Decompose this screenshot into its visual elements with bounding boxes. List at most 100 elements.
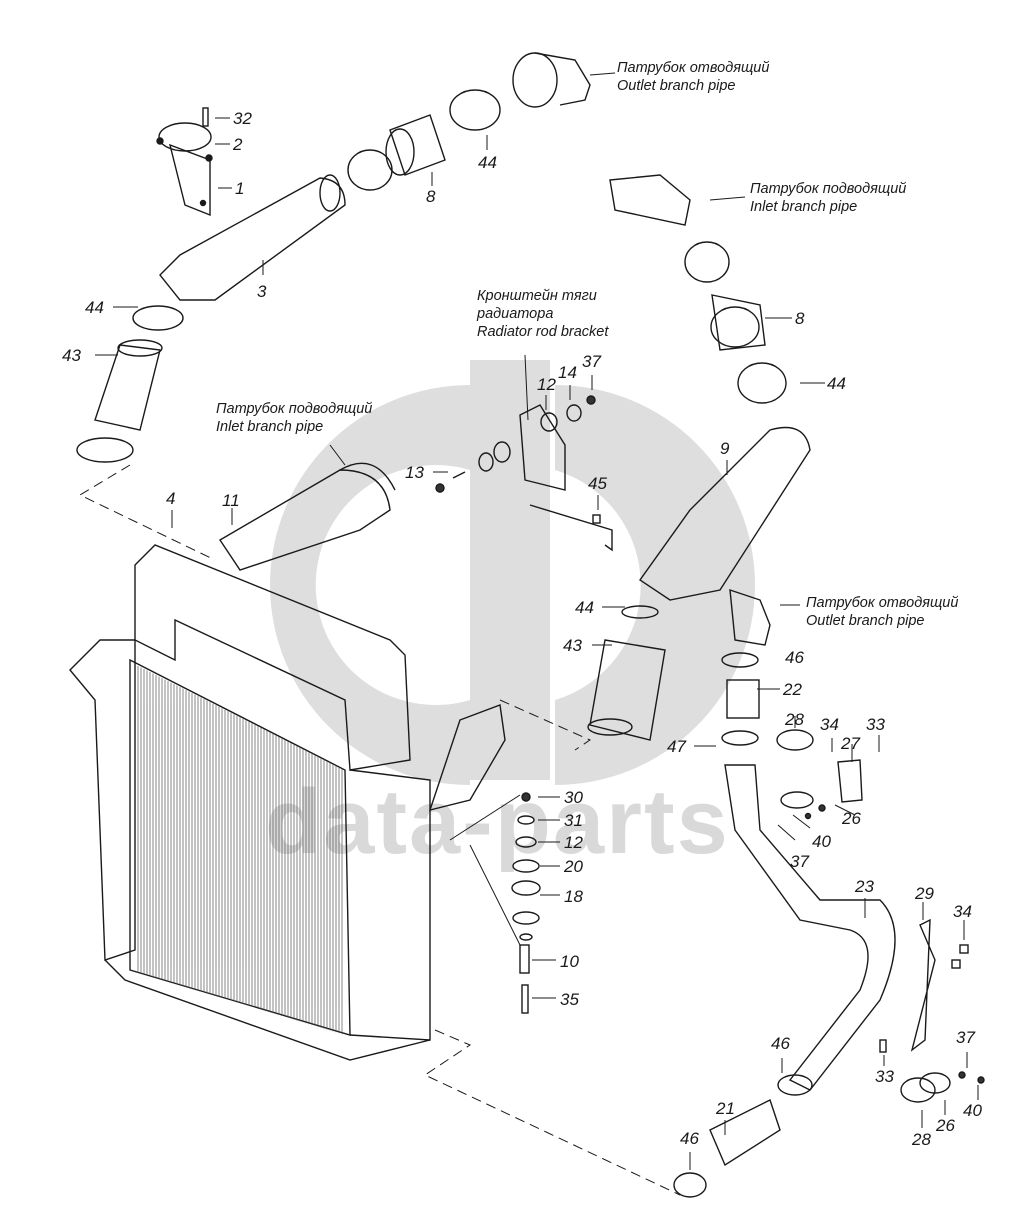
part-clamp-left-lower	[76, 437, 134, 463]
callout-en-text: Outlet branch pipe	[617, 78, 736, 94]
part-46-clamp-lower	[673, 1172, 707, 1198]
part-label: 12	[564, 833, 583, 852]
outlet-pipe-top	[512, 52, 591, 108]
callout-ru-text: Патрубок подводящий	[750, 181, 907, 197]
part-label: 29	[915, 884, 934, 903]
part-label: 26	[842, 809, 861, 828]
part-label: 10	[560, 952, 579, 971]
part-47-clamp	[721, 730, 759, 746]
part-label: 3	[257, 282, 267, 301]
callout-ru-text: Патрубок отводящий	[806, 595, 959, 611]
part-label: 40	[812, 832, 831, 851]
part-44-clamp-left	[132, 305, 184, 331]
part-23-pipe	[724, 764, 896, 1091]
part-clamp-upper-left	[347, 149, 393, 191]
part-14-bushing	[566, 404, 582, 422]
part-label: 43	[62, 346, 81, 365]
part-clamp-mid-lower	[587, 718, 633, 736]
dashed-assembly-lines	[78, 464, 681, 1196]
callout-ru-text: Патрубок отводящий	[617, 60, 770, 76]
part-3-pipe	[159, 174, 346, 301]
part-label: 27	[841, 734, 860, 753]
part-label: 46	[771, 1034, 790, 1053]
part-label: 32	[233, 109, 252, 128]
part-46-clamp	[721, 652, 759, 668]
part-label: 28	[785, 710, 804, 729]
part-label: 21	[716, 1099, 735, 1118]
rod-bracket-plate	[519, 404, 566, 491]
part-44-clamp-right	[737, 362, 787, 404]
callout-outlet-right: Патрубок отводящий Outlet branch pipe	[806, 594, 958, 630]
part-label: 1	[235, 179, 245, 198]
part-8-hose-right	[710, 294, 766, 351]
radiator-frame	[69, 544, 431, 1061]
part-label: 8	[795, 309, 805, 328]
part-28-clamp	[776, 729, 814, 751]
part-2-clamp	[156, 122, 213, 162]
part-nut-13	[435, 483, 445, 493]
part-11-inlet-pipe	[219, 462, 396, 571]
part-label: 31	[564, 811, 583, 830]
part-bushing-a	[493, 441, 511, 463]
part-9-pipe	[639, 426, 811, 601]
part-21-hose	[709, 1099, 781, 1167]
part-label: 45	[588, 474, 607, 493]
part-label: 44	[827, 374, 846, 393]
part-29-bracket	[910, 918, 936, 1052]
part-label: 26	[936, 1116, 955, 1135]
radiator-core	[137, 666, 343, 1035]
part-label: 33	[866, 715, 885, 734]
part-label: 44	[85, 298, 104, 317]
callout-rod-bracket: Кронштейн тяги радиатора Radiator rod br…	[477, 287, 608, 341]
part-label: 46	[680, 1129, 699, 1148]
callout-ru-text-2: радиатора	[477, 306, 554, 322]
right-small-parts	[804, 804, 985, 1103]
callout-ru-text: Патрубок подводящий	[216, 401, 373, 417]
part-label: 8	[426, 187, 436, 206]
part-label: 11	[222, 491, 240, 510]
outlet-pipe-right	[729, 588, 771, 646]
callout-inlet-left: Патрубок подводящий Inlet branch pipe	[216, 400, 372, 436]
part-37-nut	[586, 395, 596, 405]
part-8-hose-top	[385, 114, 446, 176]
part-label: 35	[560, 990, 579, 1009]
part-label: 44	[575, 598, 594, 617]
watermark-logo-right-arc	[555, 385, 755, 785]
callout-en-text: Radiator rod bracket	[477, 324, 609, 340]
callout-outlet-top: Патрубок отводящий Outlet branch pipe	[617, 59, 769, 95]
rod-bracket-bar	[529, 504, 613, 552]
part-27-bracket	[837, 759, 863, 803]
part-44-clamp-top	[449, 89, 501, 131]
mount-stack	[511, 792, 541, 1014]
callout-inlet-top: Патрубок подводящий Inlet branch pipe	[750, 180, 906, 216]
inlet-pipe-top-right	[609, 174, 691, 226]
part-label: 23	[855, 877, 874, 896]
part-label: 13	[405, 463, 424, 482]
watermark-logo-stem	[470, 360, 550, 780]
part-label: 20	[564, 857, 583, 876]
part-label: 34	[820, 715, 839, 734]
radiator-outlet-elbow	[428, 704, 506, 811]
part-label: 28	[912, 1130, 931, 1149]
part-label: 37	[582, 352, 601, 371]
callout-ru-text: Кронштейн тяги	[477, 288, 597, 304]
callout-en-text: Inlet branch pipe	[750, 199, 858, 215]
part-label: 44	[478, 153, 497, 172]
part-label: 12	[537, 375, 556, 394]
watermark-logo-left-arc	[270, 385, 470, 785]
part-32-bolt	[202, 107, 209, 127]
part-label: 2	[233, 135, 243, 154]
part-22-hose	[726, 679, 760, 719]
part-label: 43	[563, 636, 582, 655]
callout-en-text: Inlet branch pipe	[216, 419, 324, 435]
part-43-hose-left	[94, 339, 163, 431]
callout-en-text: Outlet branch pipe	[806, 613, 925, 629]
part-bushing-b	[478, 452, 494, 472]
part-label: 30	[564, 788, 583, 807]
part-45-bolt	[592, 514, 601, 524]
part-label: 18	[564, 887, 583, 906]
part-12-washer	[540, 412, 558, 432]
leader-lines	[95, 72, 979, 1170]
